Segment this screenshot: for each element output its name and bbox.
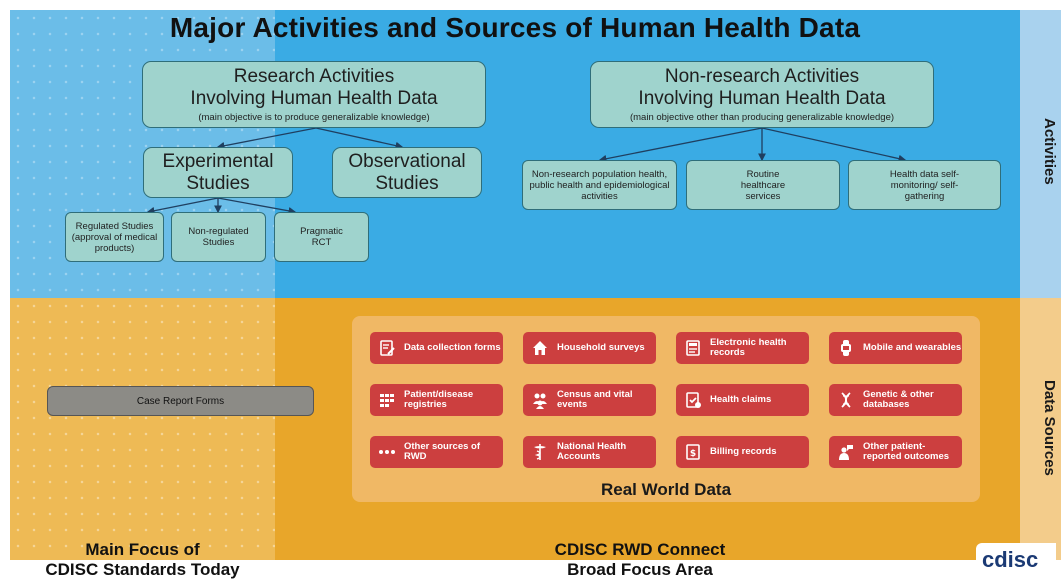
case-report-forms-label: Case Report Forms: [136, 395, 225, 407]
rwd-item-dna: Genetic & other databases: [829, 384, 962, 416]
rwd-item-label: Census and vital events: [557, 388, 633, 410]
cdisc-logo-text: cdisc: [982, 547, 1039, 572]
arrow-experimental-to-regulated: [146, 197, 219, 215]
experimental-studies-box: Experimental Studies: [143, 147, 293, 198]
rwd-item-label: Billing records: [710, 445, 777, 457]
cdisc-focus-label: Main Focus of CDISC Standards Today: [10, 540, 275, 580]
rwd-connect-line2: Broad Focus Area: [567, 560, 713, 579]
billing-icon: $: [682, 441, 704, 463]
rwd-item-ehr: Electronic health records: [676, 332, 809, 364]
rwd-item-watch: Mobile and wearables: [829, 332, 962, 364]
caduceus-icon: [529, 441, 551, 463]
cdisc-logo: cdisc: [976, 543, 1056, 577]
rwd-item-label: Genetic & other databases: [863, 388, 934, 410]
arrow-nonresearch-to-selfmonitoring: [761, 127, 907, 163]
non-research-title-line1: Non-research Activities: [664, 66, 860, 87]
diagram-title: Major Activities and Sources of Human He…: [169, 12, 861, 43]
non-research-title-line2: Involving Human Health Data: [638, 88, 886, 109]
rwd-item-house: Household surveys: [523, 332, 656, 364]
ehr-icon: [682, 337, 704, 359]
registry-icon: [376, 389, 398, 411]
rwd-item-label: Electronic health records: [710, 336, 787, 358]
observational-studies-label: Observational Studies: [348, 150, 466, 194]
research-activities-box: Research Activities Involving Human Heal…: [142, 61, 486, 128]
house-icon: [529, 337, 551, 359]
arrow-nonresearch-to-population: [598, 127, 763, 163]
regulated-studies-label: Regulated Studies (approval of medical p…: [71, 220, 158, 254]
dots-icon: [376, 441, 398, 463]
experimental-studies-label: Experimental Studies: [162, 150, 274, 194]
rwd-item-label: Patient/disease registries: [404, 388, 474, 410]
rwd-item-label: Household surveys: [557, 341, 645, 353]
research-subtitle: (main objective is to produce generaliza…: [198, 112, 430, 123]
dna-icon: [835, 389, 857, 411]
real-world-data-title: Real World Data: [600, 480, 732, 499]
rwd-item-patient: Other patient-reported outcomes: [829, 436, 962, 468]
observational-studies-box: Observational Studies: [332, 147, 482, 198]
research-title-line2: Involving Human Health Data: [190, 88, 438, 109]
patient-icon: [835, 441, 857, 463]
svg-text:$: $: [690, 449, 696, 459]
population-health-box: Non-research population health, public h…: [522, 160, 677, 210]
rwd-item-label: National Health Accounts: [557, 440, 627, 462]
rwd-item-billing: $ Billing records: [676, 436, 809, 468]
form-icon: [376, 337, 398, 359]
rwd-item-label: Other patient-reported outcomes: [863, 440, 950, 462]
rwd-item-label: Other sources of RWD: [404, 440, 481, 462]
pragmatic-rct-label: Pragmatic RCT: [300, 226, 343, 248]
data-sources-side-panel: [1020, 298, 1061, 560]
rwd-item-label: Data collection forms: [404, 341, 501, 353]
routine-healthcare-box: Routine healthcare services: [686, 160, 840, 210]
non-regulated-studies-box: Non-regulated Studies: [171, 212, 266, 262]
rwd-item-label: Health claims: [710, 393, 772, 405]
rwd-item-label: Mobile and wearables: [863, 341, 962, 353]
routine-healthcare-label: Routine healthcare services: [740, 168, 786, 202]
arrow-research-to-observational: [315, 127, 404, 150]
rwd-item-dots: Other sources of RWD: [370, 436, 503, 468]
people-icon: [529, 389, 551, 411]
regulated-studies-box: Regulated Studies (approval of medical p…: [65, 212, 164, 262]
rwd-item-caduceus: National Health Accounts: [523, 436, 656, 468]
population-health-label: Non-research population health, public h…: [529, 168, 670, 202]
rwd-connect-label: CDISC RWD Connect Broad Focus Area: [320, 540, 960, 580]
arrow-research-to-experimental: [216, 127, 317, 150]
non-regulated-studies-label: Non-regulated Studies: [188, 226, 249, 248]
data-sources-cdisc-focus-band: [10, 298, 275, 560]
activities-side-panel: [1020, 10, 1061, 300]
self-monitoring-label: Health data self-monitoring/ self-gather…: [889, 168, 960, 202]
case-report-forms-box: Case Report Forms: [47, 386, 314, 416]
rwd-item-form: Data collection forms: [370, 332, 503, 364]
cdisc-focus-line1: Main Focus of: [85, 540, 200, 559]
pragmatic-rct-box: Pragmatic RCT: [274, 212, 369, 262]
non-research-activities-box: Non-research Activities Involving Human …: [590, 61, 934, 128]
rwd-connect-line1: CDISC RWD Connect: [554, 540, 726, 559]
research-title-line1: Research Activities: [233, 66, 395, 87]
claims-icon: [682, 389, 704, 411]
self-monitoring-box: Health data self-monitoring/ self-gather…: [848, 160, 1001, 210]
cdisc-focus-line2: CDISC Standards Today: [45, 560, 240, 579]
watch-icon: [835, 337, 857, 359]
rwd-item-claims: Health claims: [676, 384, 809, 416]
arrow-experimental-to-pragmatic: [217, 197, 297, 215]
rwd-item-registry: Patient/disease registries: [370, 384, 503, 416]
non-research-subtitle: (main objective other than producing gen…: [629, 112, 895, 123]
rwd-item-people: Census and vital events: [523, 384, 656, 416]
